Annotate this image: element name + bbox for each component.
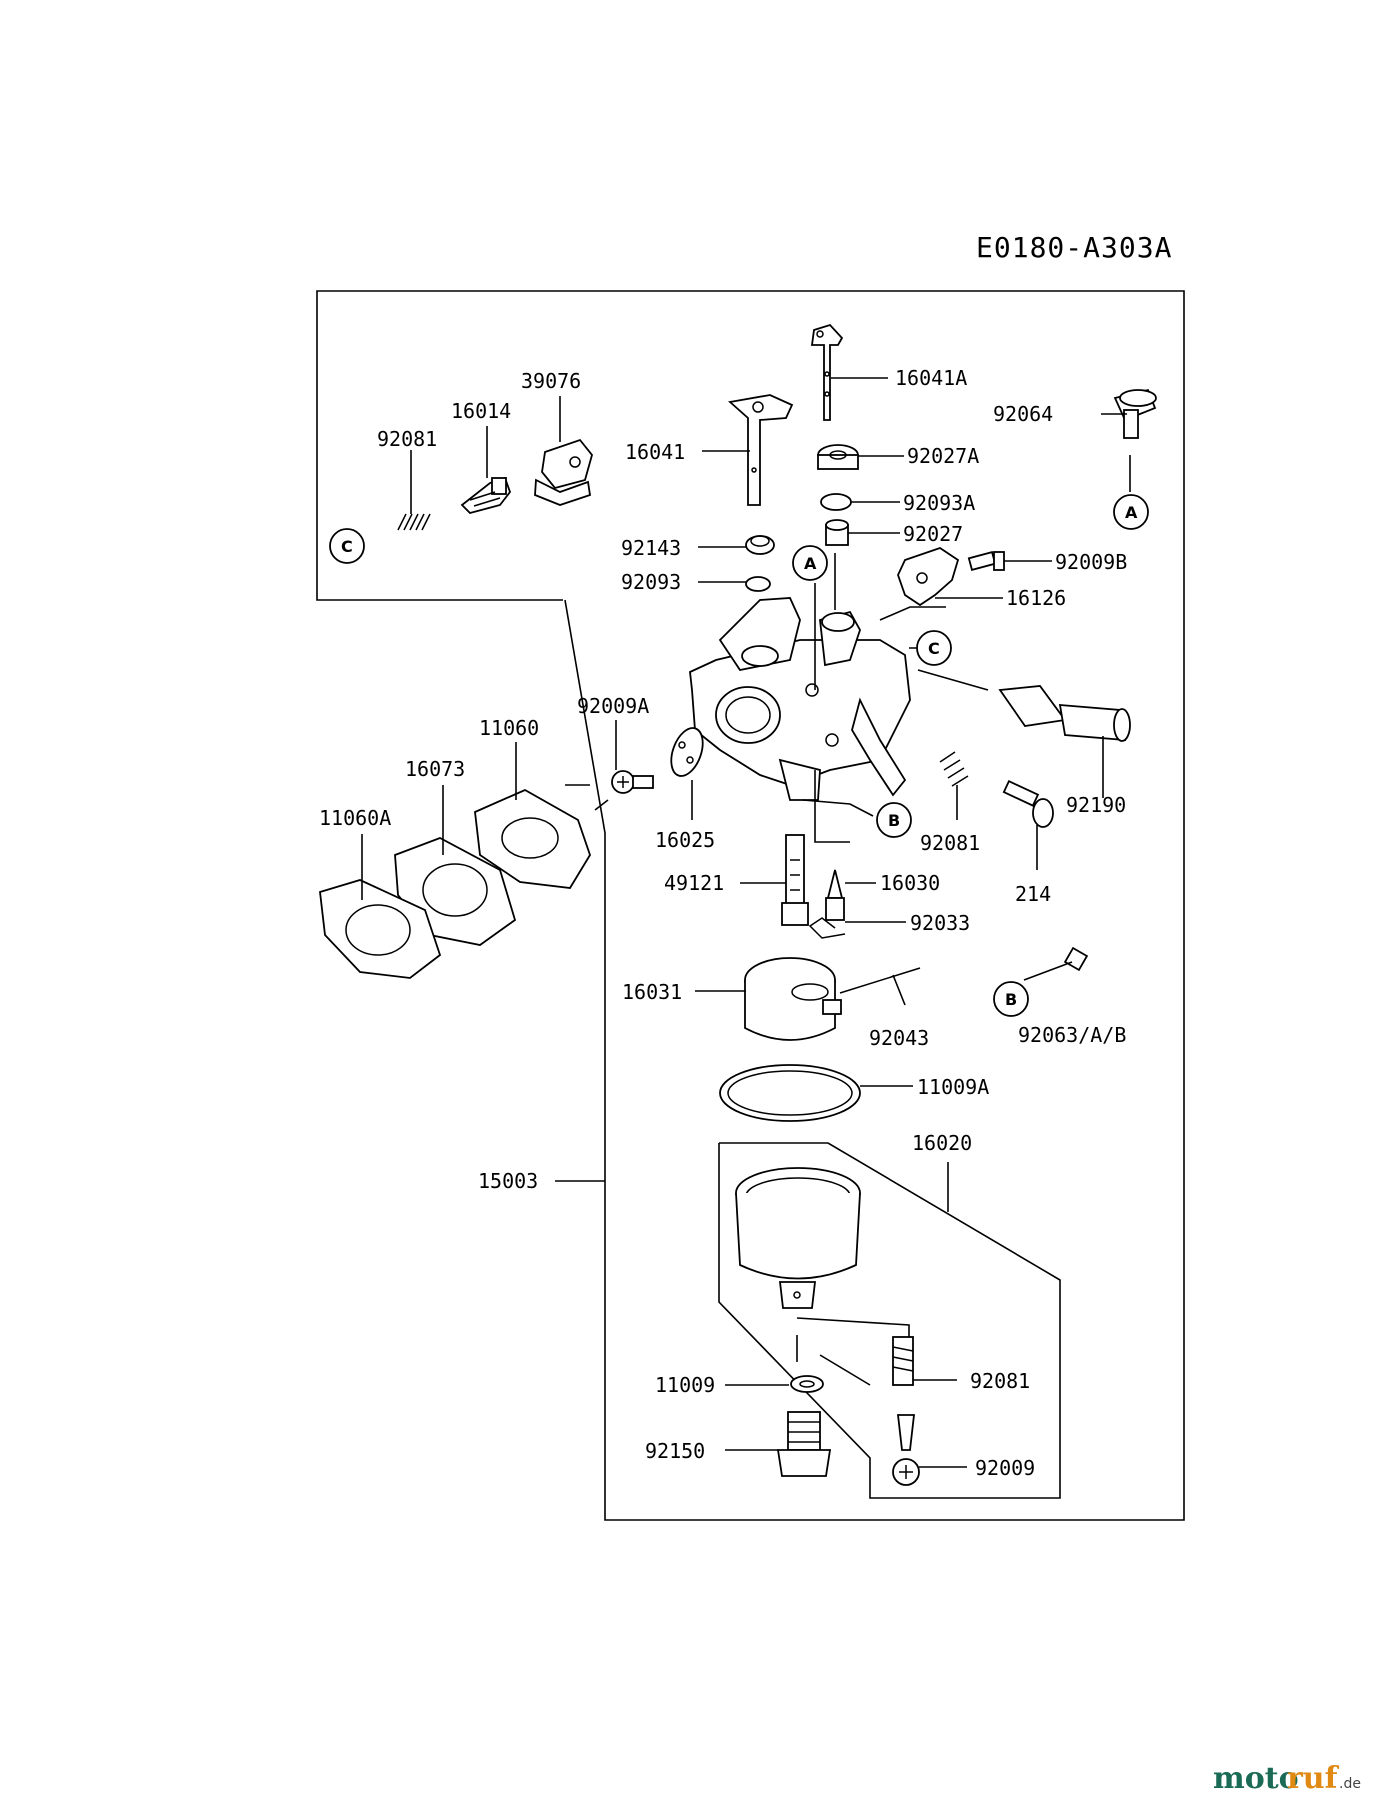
- svg-text:C: C: [341, 537, 353, 556]
- part-label: 39076: [521, 369, 581, 393]
- part-label: 11009: [655, 1373, 715, 1397]
- part-label: 16041A: [895, 366, 967, 390]
- part-label: 16126: [1006, 586, 1066, 610]
- part-label: 92081: [920, 831, 980, 855]
- pin-92043-part: [839, 967, 921, 994]
- part-label: 92033: [910, 911, 970, 935]
- svg-text:B: B: [888, 811, 900, 830]
- float-valve-16014-part: [460, 476, 512, 515]
- assembly-outline-15003: [316, 290, 1185, 1521]
- part-label: 16041: [625, 440, 685, 464]
- part-label: 11060: [479, 716, 539, 740]
- gasket-11060A-part: [319, 879, 442, 979]
- part-label: 16025: [655, 828, 715, 852]
- ref-marker-B-center: B: [876, 802, 912, 838]
- screw-92009A-part: [611, 770, 654, 794]
- part-label: 16030: [880, 871, 940, 895]
- needle-16030-part: [825, 869, 845, 921]
- part-label: 49121: [664, 871, 724, 895]
- part-label: 214: [1015, 882, 1051, 906]
- ref-marker-C-left: C: [329, 528, 365, 564]
- tube-92190-part: [998, 685, 1131, 742]
- motoruf-watermark-logo: moto ruf .de: [1213, 1761, 1361, 1796]
- part-label: 92081: [970, 1369, 1030, 1393]
- part-label: 16073: [405, 757, 465, 781]
- part-label: 92150: [645, 1439, 705, 1463]
- part-label: 92093: [621, 570, 681, 594]
- part-label: 92027A: [907, 444, 979, 468]
- jet-49121-part: [781, 834, 809, 926]
- part-label: 92009: [975, 1456, 1035, 1480]
- part-label: 92143: [621, 536, 681, 560]
- part-label: 92027: [903, 522, 963, 546]
- plate-16025-part: [670, 727, 704, 777]
- part-label: 15003: [478, 1169, 538, 1193]
- subassembly-outline-16020: [718, 1142, 1061, 1499]
- ref-marker-A-center: A: [792, 545, 828, 581]
- part-label: 16031: [622, 980, 682, 1004]
- diagram-code: E0180-A303A: [976, 231, 1172, 264]
- part-label: 92190: [1066, 793, 1126, 817]
- spring-92081-b-part: [939, 751, 969, 787]
- part-label: 92063/A/B: [1018, 1023, 1126, 1047]
- ref-marker-C-right: C: [916, 630, 952, 666]
- svg-text:A: A: [804, 554, 817, 573]
- part-label: 92081: [377, 427, 437, 451]
- clip-92033-part: [808, 917, 846, 939]
- part-label: 11009A: [917, 1075, 989, 1099]
- washer-92093-part: [745, 576, 771, 592]
- float-16031-part: [744, 957, 842, 1041]
- part-label: 92064: [993, 402, 1053, 426]
- throttle-shaft-16041A-part: [810, 323, 844, 421]
- choke-shaft-16041-part: [728, 394, 794, 506]
- part-label: 11060A: [319, 806, 391, 830]
- leader-lines: [361, 377, 1131, 1468]
- plug-92027A-part: [817, 444, 859, 470]
- float-bowl-16020-part: [735, 1167, 861, 1309]
- part-label: 16014: [451, 399, 511, 423]
- pilot-screw-92064-part: [1113, 388, 1157, 439]
- plate-16126-part: [897, 547, 960, 607]
- part-label: 92043: [869, 1026, 929, 1050]
- gasket-11060-part: [474, 788, 591, 889]
- svg-text:.de: .de: [1339, 1776, 1361, 1792]
- screw-214-part: [1002, 780, 1054, 828]
- part-label: 16020: [912, 1131, 972, 1155]
- plug-92027-part: [825, 519, 849, 546]
- screw-92009-part: [892, 1414, 920, 1486]
- spring-92081-c-part: [892, 1336, 914, 1386]
- washer-11009-part: [790, 1375, 824, 1393]
- svg-text:ruf: ruf: [1287, 1761, 1340, 1796]
- jet-92063-part: [1063, 946, 1089, 972]
- svg-text:A: A: [1125, 503, 1138, 522]
- washer-92093A-part: [820, 493, 852, 511]
- svg-text:moto: moto: [1213, 1761, 1299, 1796]
- ref-marker-A-right: A: [1113, 494, 1149, 530]
- o-ring-11009A-part: [719, 1064, 861, 1122]
- cap-92143-part: [745, 535, 775, 555]
- ref-marker-B-right: B: [993, 981, 1029, 1017]
- screw-92009B-part: [967, 550, 1005, 572]
- carburetor-body-part: [689, 597, 911, 801]
- svg-text:C: C: [928, 639, 940, 658]
- part-label: 92009A: [577, 694, 649, 718]
- holder-39076-part: [534, 438, 593, 506]
- part-label: 92093A: [903, 491, 975, 515]
- drain-bolt-92150-part: [776, 1411, 832, 1477]
- part-label: 92009B: [1055, 550, 1127, 574]
- spring-92081-a-part: [397, 513, 431, 531]
- svg-text:B: B: [1005, 990, 1017, 1009]
